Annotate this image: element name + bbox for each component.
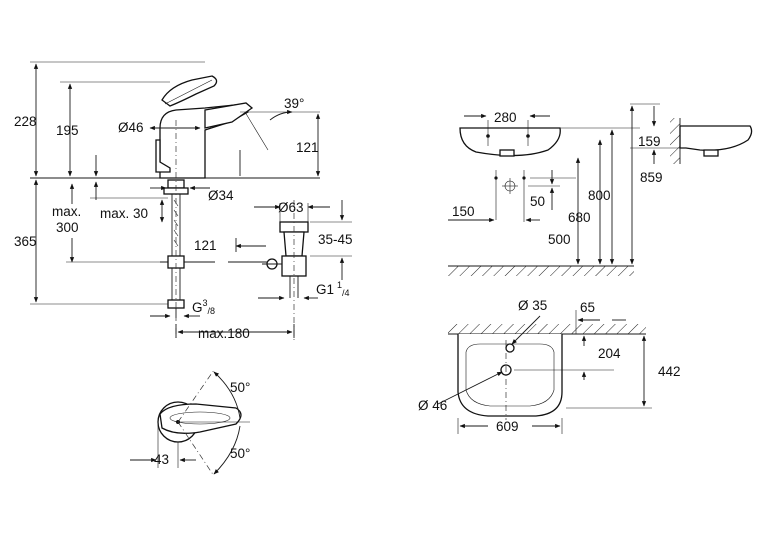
dim-365: 365 <box>14 234 37 249</box>
dim-228: 228 <box>14 114 37 129</box>
dim-442: 442 <box>658 364 681 379</box>
dim-d34: Ø34 <box>208 188 234 203</box>
basin-top-view: Ø 35 65 204 442 Ø 46 609 <box>418 298 681 434</box>
dim-35-45: 35-45 <box>318 232 353 247</box>
dim-max-30: max. 30 <box>100 206 148 221</box>
dim-280: 280 <box>494 110 517 125</box>
lever-top <box>159 403 242 434</box>
faucet-top-view: 50° 50° 43 <box>130 369 250 477</box>
dim-max-300-b: 300 <box>56 220 79 235</box>
dim-159: 159 <box>638 134 661 149</box>
dim-195: 195 <box>56 123 79 138</box>
dim-43: 43 <box>154 452 169 467</box>
dim-max-180: max.180 <box>198 326 250 341</box>
basin-front <box>459 127 561 157</box>
dim-121-a: 121 <box>296 140 319 155</box>
dim-65: 65 <box>580 300 595 315</box>
dim-50-deg-b: 50° <box>230 446 250 461</box>
dim-d46-a: Ø46 <box>118 120 144 135</box>
dim-609: 609 <box>496 419 519 434</box>
basin-front-view: 280 150 50 500 680 800 859 <box>448 103 680 276</box>
dim-d63: Ø63 <box>278 200 304 215</box>
dim-50-deg-a: 50° <box>230 380 250 395</box>
basin-side-view <box>670 118 753 164</box>
dim-680: 680 <box>568 210 591 225</box>
dim-max-300-a: max. <box>52 204 81 219</box>
dim-800: 800 <box>588 188 611 203</box>
dim-150: 150 <box>452 204 475 219</box>
dim-859: 859 <box>640 170 663 185</box>
dim-g-3-8: G3/8 <box>192 298 215 316</box>
dim-d46-b: Ø 46 <box>418 398 447 413</box>
dim-39-deg: 39° <box>284 96 304 111</box>
dim-121-b: 121 <box>194 238 217 253</box>
dim-500: 500 <box>548 232 571 247</box>
basin-side <box>679 125 753 151</box>
dim-50: 50 <box>530 194 545 209</box>
basin-top <box>457 334 563 417</box>
dim-d35: Ø 35 <box>518 298 547 313</box>
faucet-side-view: 228 195 39° Ø46 121 Ø34 max. 30 max. 300 <box>14 61 353 341</box>
dim-204: 204 <box>598 346 621 361</box>
